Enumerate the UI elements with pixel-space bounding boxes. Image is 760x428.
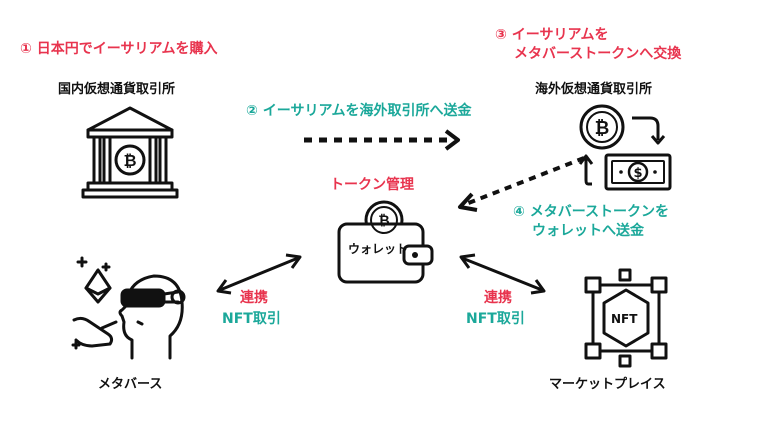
left-link-label-line1: 連携 <box>240 290 268 306</box>
right-link-label-line2: NFT取引 <box>466 311 525 327</box>
overseas-exchange-title: 海外仮想通貨取引所 <box>535 82 653 97</box>
marketplace-title: マーケットプレイス <box>549 377 666 392</box>
step4-label-line1: ④ メタバーストークンを <box>513 204 670 220</box>
link-arrow-left <box>216 253 302 295</box>
right-link-label-line1: 連携 <box>484 290 512 306</box>
metaverse-vr-icon <box>71 256 186 360</box>
transfer-arrow-step4 <box>458 156 585 212</box>
transfer-arrow-step2 <box>304 129 460 151</box>
step1-label: ① 日本円でイーサリアムを購入 <box>20 41 218 57</box>
left-link-label-line2: NFT取引 <box>222 311 281 327</box>
return-arrow-icon <box>578 154 594 186</box>
metaverse-title: メタバース <box>98 377 163 392</box>
step3-label-line1: ③ イーサリアムを <box>495 27 609 43</box>
link-arrow-right <box>459 253 546 295</box>
step2-label: ② イーサリアムを海外取引所へ送金 <box>246 103 472 119</box>
svg-text:₿: ₿ <box>595 118 610 139</box>
wallet-label: ウォレット <box>348 242 409 256</box>
bank-bitcoin-icon: ₿ <box>81 106 179 199</box>
domestic-exchange-title: 国内仮想通貨取引所 <box>58 82 176 97</box>
step4-label-line2: ウォレットへ送金 <box>532 223 644 239</box>
svg-text:$: $ <box>633 166 642 181</box>
nft-block-icon <box>584 268 668 368</box>
wallet-icon: ₿ <box>337 200 434 284</box>
dollar-bill-icon: $ <box>604 153 672 191</box>
nft-badge: NFT <box>611 312 638 326</box>
bitcoin-coin-icon: ₿ <box>579 104 625 150</box>
token-management-title: トークン管理 <box>330 177 414 193</box>
svg-text:₿: ₿ <box>123 151 136 170</box>
svg-text:₿: ₿ <box>378 213 389 229</box>
exchange-arrow-icon <box>632 116 666 145</box>
step3-label-line2: メタバーストークンへ交換 <box>514 46 682 62</box>
